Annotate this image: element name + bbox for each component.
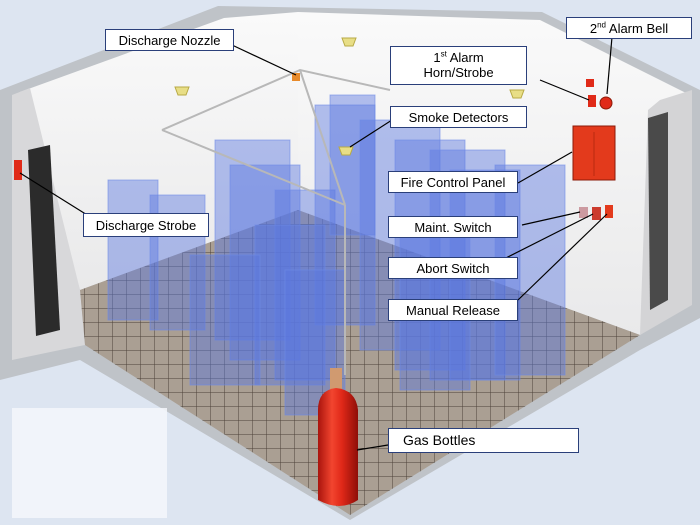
smoke-detector-devices (174, 37, 525, 156)
right-door (648, 112, 668, 310)
discharge-nozzle-device (292, 73, 300, 81)
alarm-bell-label: 2nd Alarm Bell (589, 20, 669, 36)
horn-strobe-device (588, 95, 596, 107)
abort-switch-device (592, 207, 601, 220)
manual-release-device (605, 205, 613, 218)
label-fire-control-panel: Fire Control Panel (388, 171, 518, 193)
label-first-alarm: 1st Alarm Horn/Strobe (390, 46, 527, 85)
blank-patch (12, 408, 167, 518)
discharge-strobe-device (14, 160, 22, 180)
label-discharge-strobe: Discharge Strobe (83, 213, 209, 237)
floor (80, 210, 640, 515)
label-abort-switch: Abort Switch (388, 257, 518, 279)
label-gas-bottles: Gas Bottles (388, 428, 579, 453)
server-racks (107, 94, 566, 416)
label-smoke-detectors: Smoke Detectors (390, 106, 527, 128)
label-manual-release: Manual Release (388, 299, 518, 321)
maint-switch-device (579, 207, 588, 218)
alarm-bell-device (599, 96, 613, 110)
gas-bottle (318, 388, 358, 506)
horn-strobe-device-upper (586, 79, 594, 87)
discharge-pipe (161, 68, 391, 375)
label-discharge-nozzle: Discharge Nozzle (105, 29, 234, 51)
label-maint-switch: Maint. Switch (388, 216, 518, 238)
bottle-valve (330, 368, 342, 390)
label-alarm-bell: 2nd Alarm Bell (566, 17, 692, 39)
